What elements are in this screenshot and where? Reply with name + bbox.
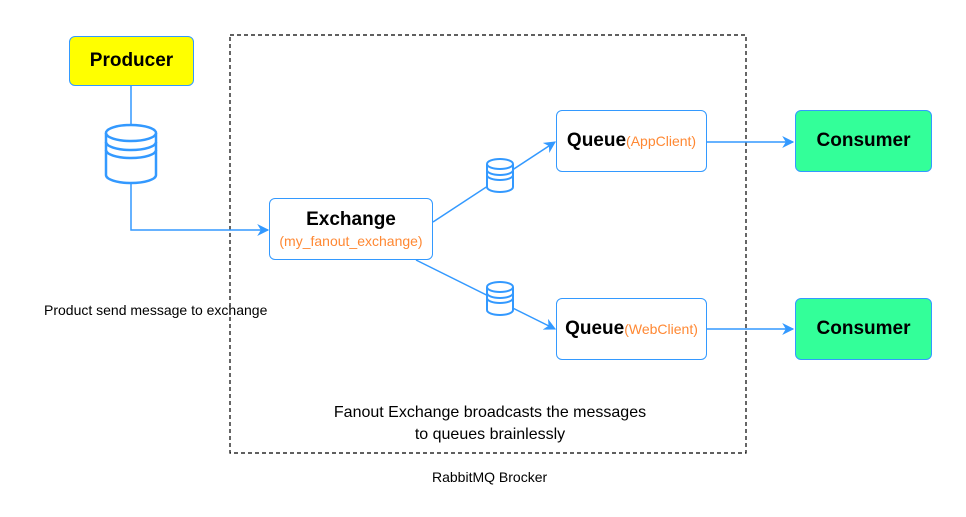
exchange-node: Exchange (my_fanout_exchange) xyxy=(269,198,433,260)
broker-boundary xyxy=(229,34,747,454)
fanout-note-line-1: Fanout Exchange broadcasts the messages xyxy=(333,404,647,421)
queue-label: Queue xyxy=(566,130,627,152)
edge-exchange-to-queue-web xyxy=(415,259,557,330)
fanout-note-line-2: to queues brainlessly xyxy=(414,425,566,443)
consumer-label: Consumer xyxy=(816,318,911,340)
producer-caption: Product send message to exchange xyxy=(44,302,268,318)
producer-label: Producer xyxy=(89,50,174,72)
fanout-note: Fanout Exchange broadcasts the messages … xyxy=(300,402,680,445)
database-icon xyxy=(104,123,158,185)
queue-client: (AppClient) xyxy=(626,132,697,149)
exchange-name: (my_fanout_exchange) xyxy=(279,232,423,249)
producer-node: Producer xyxy=(69,36,194,86)
queue-client: (WebClient) xyxy=(624,320,698,337)
queue-node-webclient: Queue(WebClient) xyxy=(556,298,707,360)
broker-label: RabbitMQ Brocker xyxy=(432,469,548,485)
consumer-node-1: Consumer xyxy=(795,110,932,172)
consumer-node-2: Consumer xyxy=(795,298,932,360)
message-icon xyxy=(486,281,514,316)
message-icon xyxy=(486,158,514,193)
exchange-label: Exchange xyxy=(306,209,396,231)
queue-label: Queue xyxy=(565,318,625,340)
queue-node-appclient: Queue(AppClient) xyxy=(556,110,707,172)
consumer-label: Consumer xyxy=(816,130,911,152)
